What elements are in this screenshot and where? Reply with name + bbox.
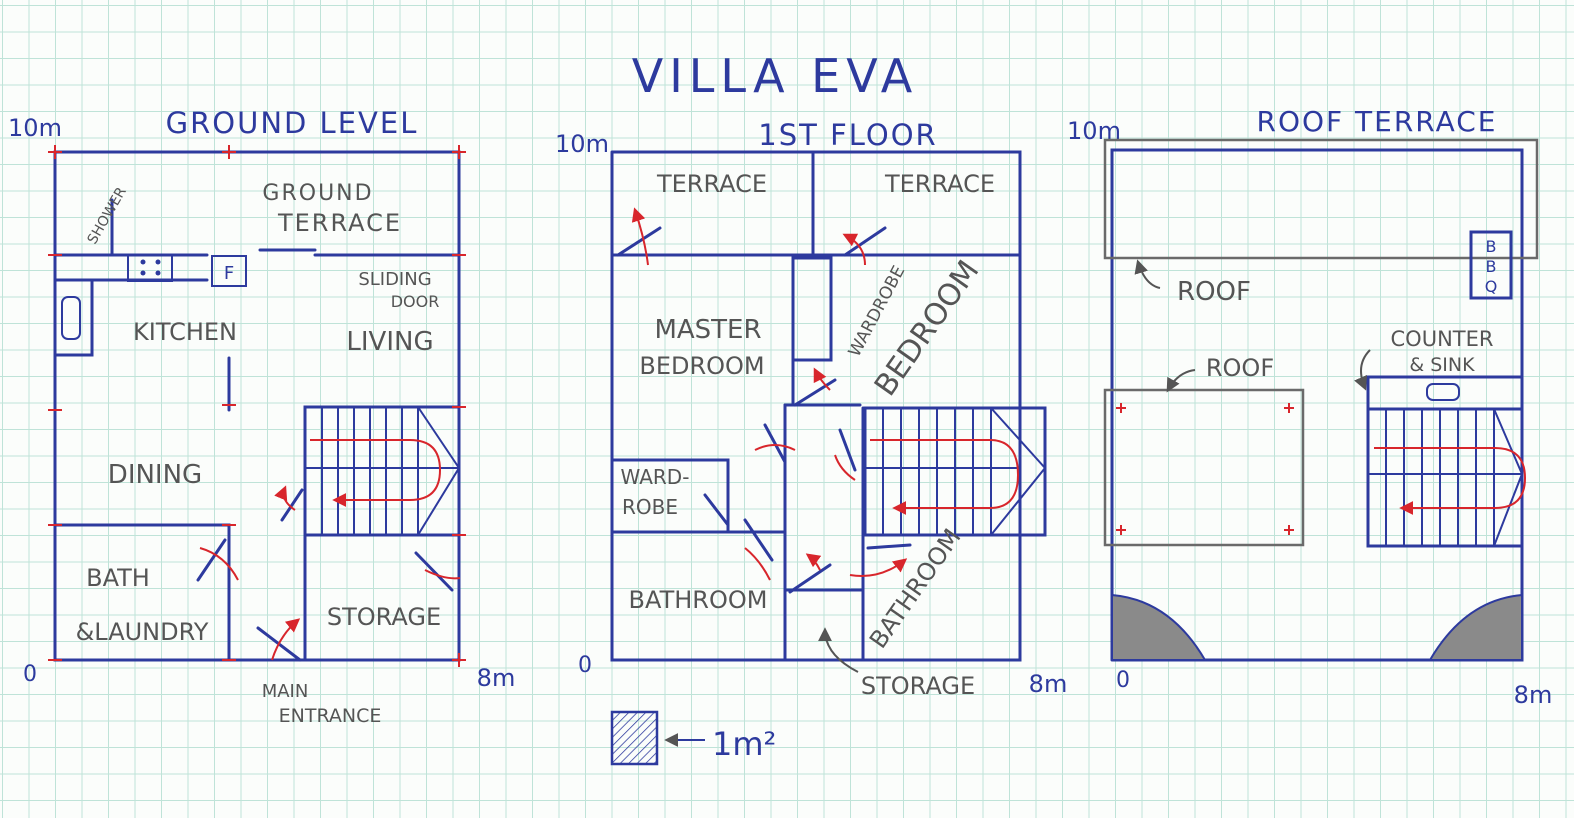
ground-terrace-label-2: TERRACE	[277, 209, 402, 237]
first-dim-right: 8m	[1029, 670, 1068, 698]
first-outer-wall	[610, 150, 1047, 662]
bbq-icon	[1469, 230, 1513, 300]
first-floor-heading: 1ST FLOOR	[758, 118, 937, 152]
living-label: LIVING	[346, 327, 433, 357]
bbq-label-3: Q	[1485, 277, 1498, 296]
bathroom-right-label: BATHROOM	[864, 524, 967, 654]
sliding-door-label-2: DOOR	[391, 292, 440, 311]
storage-label: STORAGE	[327, 603, 441, 631]
fridge-icon	[211, 255, 247, 287]
bbq-label-1: B	[1486, 237, 1497, 256]
planter-right	[1428, 593, 1523, 661]
first-dim-origin: 0	[578, 653, 592, 678]
kitchen-sink-counter	[53, 278, 94, 357]
stove-icon	[127, 254, 173, 282]
storage-first-label: STORAGE	[861, 672, 975, 700]
counter-label-1: COUNTER	[1391, 327, 1494, 351]
bathroom-left-label: BATHROOM	[629, 586, 768, 614]
entrance-label-1: MAIN	[262, 681, 309, 702]
wardrobe-label-2: ROBE	[622, 495, 678, 519]
counter-sink	[1366, 375, 1524, 411]
dining-label: DINING	[108, 460, 202, 490]
sliding-door-label-1: SLIDING	[358, 269, 431, 290]
roof-stairs	[1366, 407, 1524, 548]
planter-left	[1111, 593, 1207, 661]
central-roof	[1103, 388, 1305, 547]
roof-dim-origin: 0	[1116, 668, 1130, 693]
ground-dim-right: 8m	[477, 664, 516, 692]
fridge-label: F	[224, 263, 234, 284]
roof-heading: ROOF TERRACE	[1256, 105, 1497, 138]
roof-sink-icon	[1426, 383, 1460, 401]
roof-dim-right: 8m	[1514, 681, 1553, 709]
legend-square	[610, 710, 659, 766]
page-title: VILLA EVA	[632, 49, 919, 103]
shower-label: SHOWER	[85, 184, 130, 247]
ground-level-heading: GROUND LEVEL	[166, 106, 419, 140]
roof-top-label: ROOF	[1177, 277, 1251, 307]
counter-label-2: & SINK	[1409, 354, 1475, 376]
wardrobe-label-1: WARD-	[621, 465, 690, 489]
bath-label-2: &LAUNDRY	[76, 618, 209, 646]
legend-label: 1m²	[712, 725, 776, 763]
pergola-roof	[1103, 138, 1539, 260]
entrance-label-2: ENTRANCE	[279, 705, 382, 727]
ground-dim-origin: 0	[23, 662, 37, 687]
ground-stairs	[303, 405, 461, 537]
bath-label-1: BATH	[86, 564, 150, 592]
kitchen-label: KITCHEN	[133, 318, 237, 346]
first-floor-plan: 1ST FLOOR 10m 0 8m	[555, 118, 1067, 700]
scale-legend: 1m²	[610, 710, 776, 766]
master-label-1: MASTER	[654, 315, 761, 345]
roof-outer-wall	[1110, 148, 1524, 662]
ground-dim-top: 10m	[8, 114, 62, 142]
terrace-left-label: TERRACE	[656, 170, 767, 198]
ground-terrace-label-1: GROUND	[262, 181, 373, 206]
sink-icon	[61, 296, 81, 340]
terrace-right-label: TERRACE	[884, 170, 995, 198]
ground-level-plan: GROUND LEVEL 10m 0 8m F	[8, 106, 515, 727]
first-stairs	[863, 406, 1022, 537]
bbq-label-2: B	[1486, 257, 1497, 276]
first-dim-top: 10m	[555, 130, 609, 158]
wardrobe-column	[791, 256, 833, 362]
master-label-2: BEDROOM	[639, 352, 764, 380]
roof-mid-label: ROOF	[1206, 354, 1274, 382]
roof-terrace-plan: ROOF TERRACE 10m 0 8m B B Q	[1067, 105, 1552, 709]
